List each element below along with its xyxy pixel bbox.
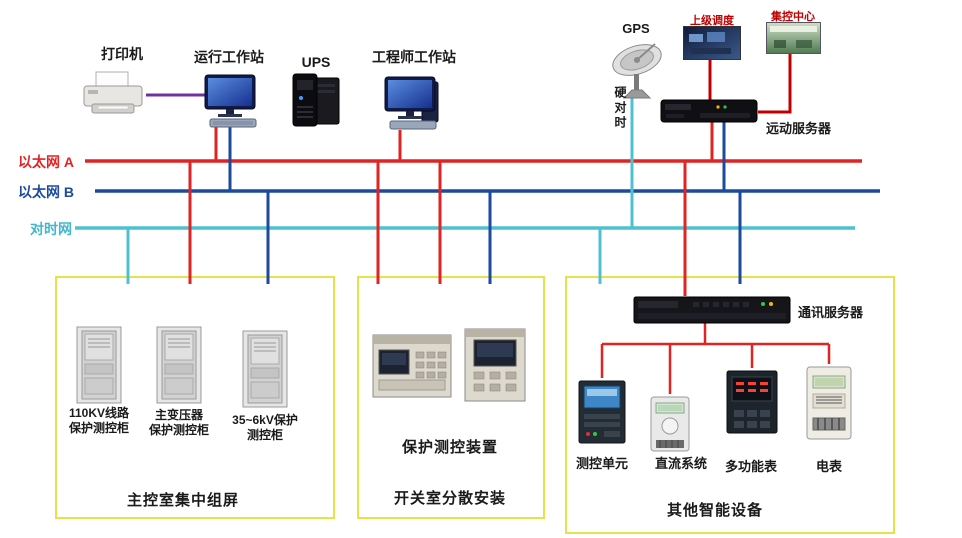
- control-center-server-link: [758, 54, 792, 114]
- comm-server-label: 通讯服务器: [798, 305, 864, 320]
- energy-meter-label: 电表: [815, 459, 843, 474]
- hard-time-sync-label: 硬对时: [613, 86, 627, 131]
- operator-workstation-image: [198, 74, 262, 130]
- measure-unit-label: 测控单元: [575, 456, 629, 471]
- gps-label: GPS: [622, 21, 650, 36]
- protection-device-a-image: [372, 334, 452, 398]
- protection-device-label: 保护测控装置: [401, 439, 499, 456]
- cabinet-110kv-image: [76, 326, 122, 404]
- ethernet-b-label: 以太网 B: [18, 184, 74, 200]
- right-box-caption: 其他智能设备: [666, 502, 764, 519]
- measure-unit-image: [578, 380, 626, 444]
- cabinet-transformer-label: 主变压器 保护测控柜: [148, 408, 210, 437]
- printer-label: 打印机: [101, 46, 143, 62]
- control-center-label: 集控中心: [771, 11, 815, 23]
- operator-ws-label: 运行工作站: [194, 49, 264, 65]
- cabinet-35-6kv-label: 35~6kV保护 测控柜: [232, 413, 298, 442]
- dc-system-image: [650, 396, 690, 452]
- control-center-photo: [766, 22, 821, 54]
- cabinet-110kv-label: 110KV线路 保护测控柜: [68, 406, 130, 435]
- gps-antenna-image: [607, 34, 667, 100]
- comm-server-distribution: [600, 323, 831, 394]
- dispatch-photo: [683, 26, 741, 60]
- telecontrol-server-image: [660, 96, 758, 126]
- comm-server-image: [633, 294, 791, 326]
- cabinet-transformer-image: [156, 326, 202, 404]
- cabinet-35-6kv-image: [242, 330, 288, 408]
- printer-image: [80, 70, 146, 116]
- middle-box-caption: 开关室分散安装: [393, 490, 507, 507]
- multifunction-meter-image: [726, 370, 778, 434]
- protection-device-b-image: [464, 328, 526, 402]
- engineer-workstation-image: [378, 76, 442, 132]
- ups-image: [287, 70, 347, 130]
- ups-label: UPS: [301, 54, 331, 70]
- energy-meter-image: [806, 366, 852, 440]
- ethernet-a-label: 以太网 A: [18, 154, 74, 170]
- time-net-label: 对时网: [30, 221, 72, 237]
- left-box-caption: 主控室集中组屏: [126, 492, 240, 509]
- engineer-ws-label: 工程师工作站: [372, 49, 456, 65]
- dispatch-label: 上级调度: [690, 15, 734, 27]
- dc-system-label: 直流系统: [654, 456, 708, 471]
- telecontrol-server-label: 远动服务器: [766, 121, 832, 136]
- multifunction-meter-label: 多功能表: [724, 459, 778, 474]
